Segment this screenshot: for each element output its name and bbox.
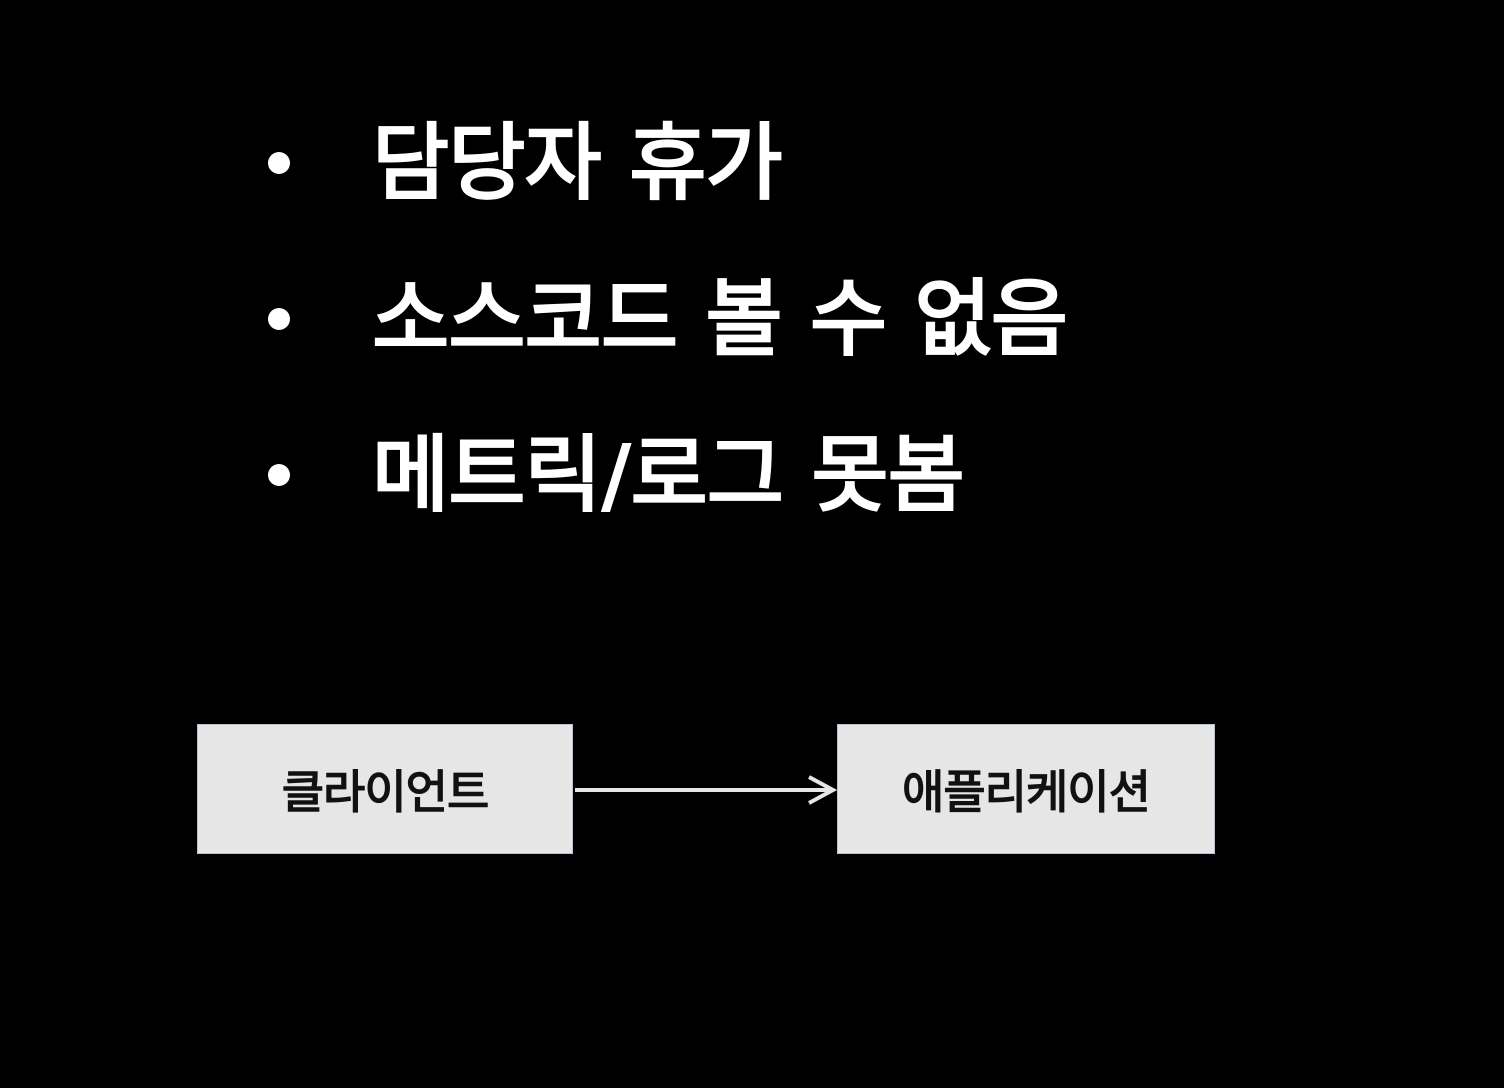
app-node: 애플리케이션 (837, 724, 1215, 854)
bullet-list: 담당자 휴가 소스코드 볼 수 없음 메트릭/로그 못봄 (268, 108, 1068, 530)
bullet-item: 메트릭/로그 못봄 (268, 420, 965, 530)
app-node-label: 애플리케이션 (902, 765, 1151, 819)
client-node: 클라이언트 (197, 724, 573, 854)
bullet-dot-icon (268, 464, 290, 486)
client-to-app-arrow (575, 775, 838, 805)
bullet-text: 메트릭/로그 못봄 (372, 426, 965, 524)
arrow-head-icon (808, 775, 838, 805)
bullet-text: 소스코드 볼 수 없음 (372, 270, 1068, 368)
bullet-text: 담당자 휴가 (372, 114, 783, 212)
bullet-dot-icon (268, 308, 290, 330)
bullet-dot-icon (268, 152, 290, 174)
client-node-label: 클라이언트 (281, 765, 490, 819)
bullet-item: 소스코드 볼 수 없음 (268, 264, 1068, 374)
bullet-item: 담당자 휴가 (268, 108, 783, 218)
